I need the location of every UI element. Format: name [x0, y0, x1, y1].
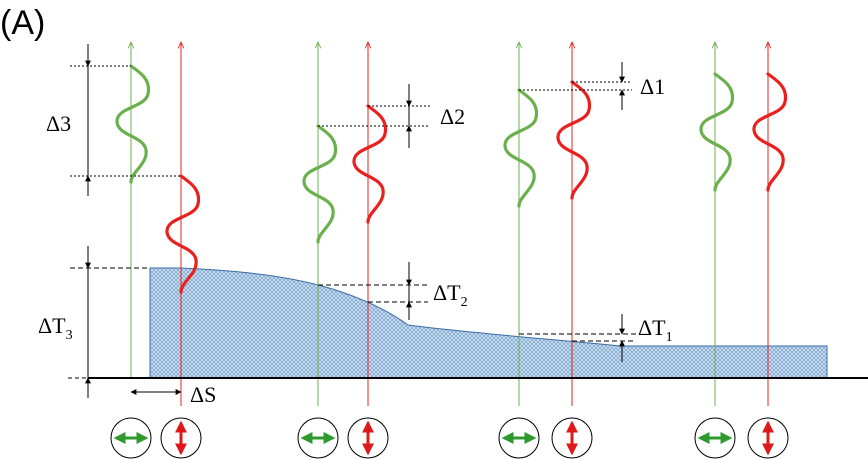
polarizer-icons [110, 417, 789, 459]
green-wave-1 [115, 64, 151, 184]
red-wave-1 [165, 174, 201, 294]
delta1-dimension: Δ1 [519, 62, 665, 110]
vertical-double-arrow-icon [160, 417, 202, 459]
deltaT1-label: ΔT1 [638, 315, 673, 345]
delta2-label: Δ2 [440, 104, 465, 129]
green-wave-2 [302, 124, 338, 244]
horizontal-double-arrow-icon [694, 417, 736, 459]
film-layer [149, 267, 828, 379]
vertical-double-arrow-icon [747, 417, 789, 459]
deltaS-dimension: ΔS [130, 382, 216, 407]
delta3-label: Δ3 [46, 111, 71, 136]
red-wave-3 [556, 80, 592, 200]
deltaT3-label: ΔT3 [38, 313, 73, 343]
deltaT2-label: ΔT2 [433, 280, 468, 310]
delta1-label: Δ1 [640, 74, 665, 99]
green-wave-3 [503, 88, 539, 208]
green-wave-4 [699, 72, 735, 192]
vertical-double-arrow-icon [551, 417, 593, 459]
deltaT3-dimension: ΔT3 [38, 246, 150, 398]
horizontal-double-arrow-icon [297, 417, 339, 459]
horizontal-double-arrow-icon [110, 417, 152, 459]
vertical-double-arrow-icon [347, 417, 389, 459]
deltaT2-dimension: ΔT2 [318, 262, 468, 320]
horizontal-double-arrow-icon [498, 417, 540, 459]
delta3-dimension: Δ3 [46, 44, 181, 196]
deltaS-label: ΔS [190, 382, 216, 407]
beam-lines [131, 42, 768, 406]
delta2-dimension: Δ2 [318, 84, 465, 148]
deltaT1-dimension: ΔT1 [519, 314, 673, 362]
red-wave-2 [352, 104, 388, 224]
waves [115, 64, 788, 294]
panel-label: (A) [0, 4, 45, 42]
red-wave-4 [752, 72, 788, 192]
